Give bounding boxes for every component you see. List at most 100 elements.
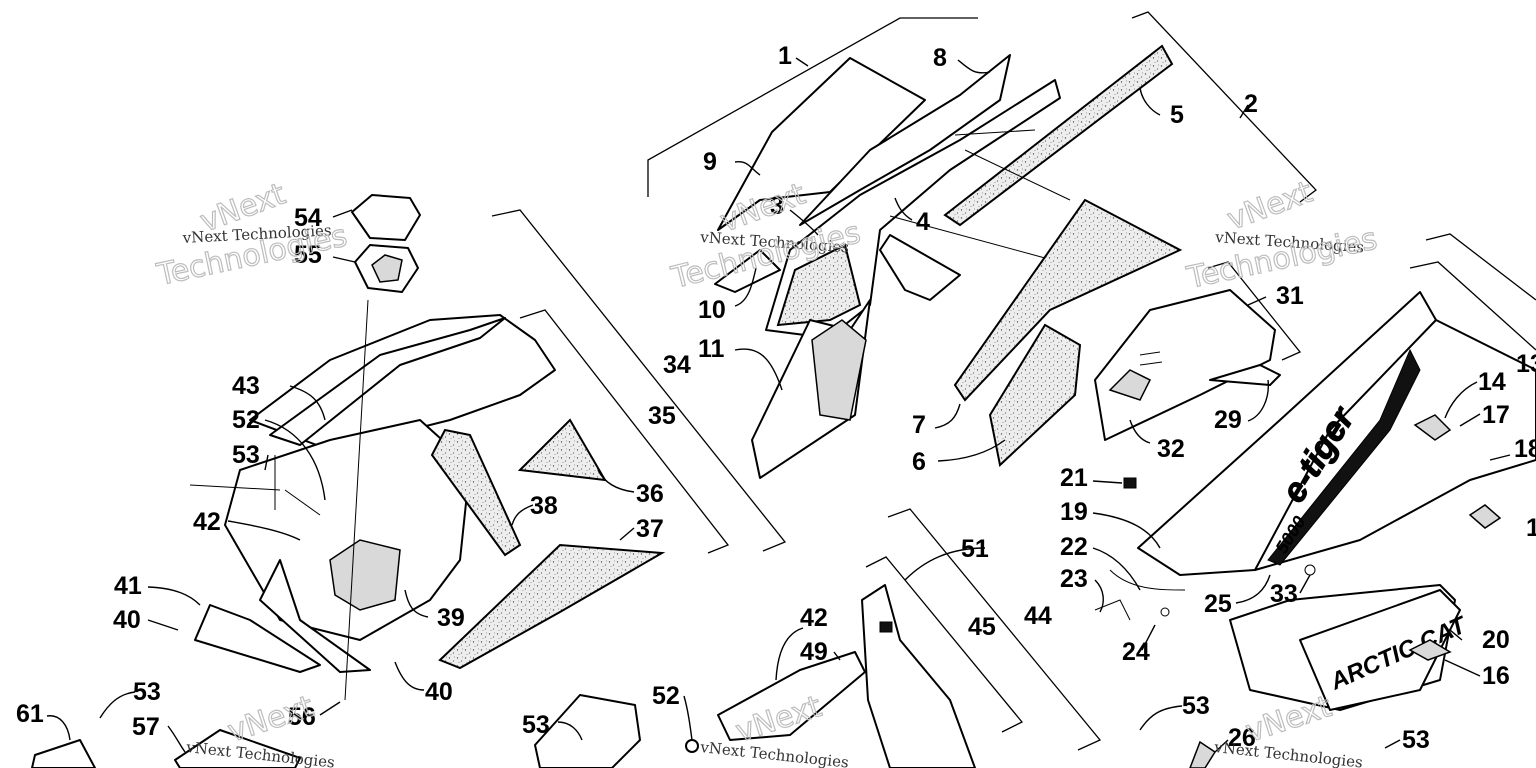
callout-20: 20	[1482, 626, 1510, 654]
callout-31: 31	[1276, 282, 1304, 310]
part-52-bracket	[534, 694, 641, 768]
callout-56: 56	[288, 703, 316, 731]
callout-36: 36	[636, 480, 664, 508]
callout-54: 54	[294, 204, 322, 232]
callout-42-a: 42	[193, 508, 221, 536]
callout-53-e: 53	[1402, 726, 1430, 754]
part-38-foam	[430, 428, 522, 557]
part-5-foam-strip	[943, 44, 1174, 227]
callout-labels: 1 2 3 4 5 6 7 8 9 10 11 13 14 17 18 19 2…	[16, 42, 1536, 754]
callout-14: 14	[1478, 368, 1506, 396]
callout-51: 51	[961, 535, 989, 563]
callout-6: 6	[912, 448, 926, 476]
part-11-bracket	[811, 319, 867, 421]
group-brackets	[491, 11, 1536, 751]
callout-53-a: 53	[232, 441, 260, 469]
callout-38: 38	[530, 492, 558, 520]
part-9-side-decal	[717, 57, 926, 231]
headlight-panel-group	[1094, 289, 1281, 441]
part-41-trim	[194, 604, 321, 673]
part-3-foam	[776, 243, 862, 327]
watermark-partial-3: vNext	[1223, 175, 1318, 238]
hood-group: e-tiger 5000 ARCTIC CAT	[1137, 291, 1536, 711]
part-61-piece	[31, 739, 96, 768]
callout-32: 32	[1157, 435, 1185, 463]
callout-35: 35	[648, 402, 676, 430]
callout-1-right-edge: 1	[1526, 514, 1536, 542]
callout-49: 49	[800, 638, 828, 666]
callout-42-b: 42	[800, 604, 828, 632]
callout-5: 5	[1170, 101, 1184, 129]
callout-53-b: 53	[133, 678, 161, 706]
part-7-foam-pad	[953, 198, 1183, 402]
seat-group	[714, 44, 1183, 479]
part-29-connector	[1209, 364, 1281, 386]
part-49-trim	[717, 651, 866, 741]
watermark-small-6: vNext Technologies	[1213, 738, 1364, 768]
callout-37: 37	[636, 515, 664, 543]
callout-53-d: 53	[1182, 692, 1210, 720]
callout-29: 29	[1214, 406, 1242, 434]
callout-16: 16	[1482, 662, 1510, 690]
callout-7: 7	[912, 411, 926, 439]
part-6-foam-pad	[988, 323, 1082, 467]
part-4-frame	[879, 234, 961, 301]
leaders	[46, 57, 1511, 753]
callout-3: 3	[770, 192, 784, 220]
lower-group	[31, 584, 1217, 768]
callout-26: 26	[1228, 724, 1256, 752]
part-10-strip	[714, 249, 781, 293]
callout-4: 4	[916, 208, 930, 236]
part-55-insert	[371, 254, 403, 283]
callout-13: 13	[1516, 350, 1536, 378]
part-22-wire	[1109, 569, 1186, 591]
callout-19: 19	[1060, 498, 1088, 526]
part-51-clip	[879, 621, 893, 633]
part-42-trim	[259, 559, 371, 673]
part-36-foam	[517, 418, 607, 482]
callout-53-c: 53	[522, 711, 550, 739]
callout-21: 21	[1060, 464, 1088, 492]
callout-25: 25	[1204, 590, 1232, 618]
callout-23: 23	[1060, 565, 1088, 593]
callout-40-b: 40	[425, 678, 453, 706]
watermark-partial-4: vNext	[224, 689, 318, 749]
callout-61: 61	[16, 700, 44, 728]
callout-11: 11	[698, 335, 725, 363]
part-32-insert	[1108, 369, 1152, 401]
callout-57: 57	[132, 713, 160, 741]
callout-40-a: 40	[113, 606, 141, 634]
callout-17: 17	[1482, 401, 1510, 429]
part-21-clip	[1123, 477, 1137, 489]
part-23-wire	[1094, 599, 1131, 621]
part-14-pad	[1413, 414, 1452, 441]
callout-2: 2	[1244, 90, 1258, 118]
callout-55: 55	[294, 241, 322, 269]
part-57-piece	[174, 729, 301, 768]
belly-pan-recess	[329, 539, 401, 611]
callout-34: 34	[663, 351, 691, 379]
callout-10: 10	[698, 296, 726, 324]
part-31-panel	[1094, 289, 1276, 441]
part-44-side	[861, 584, 976, 768]
part-33-bolt	[1304, 564, 1316, 576]
callout-8: 8	[933, 44, 947, 72]
console-group	[189, 194, 666, 701]
callout-52-a: 52	[232, 406, 260, 434]
part-8-upper-trim	[799, 54, 1011, 226]
callout-9: 9	[703, 148, 717, 176]
callout-41: 41	[114, 572, 142, 600]
part-54-plate	[351, 194, 421, 241]
callout-45: 45	[968, 613, 996, 641]
callout-24: 24	[1122, 638, 1150, 666]
watermark-small-5: vNext Technologies	[699, 738, 850, 768]
part-16-pad	[1408, 639, 1452, 661]
callout-44: 44	[1024, 602, 1052, 630]
part-24-bolt	[1160, 607, 1170, 617]
callout-43: 43	[232, 372, 260, 400]
callout-18: 18	[1514, 435, 1536, 463]
part-43-top-trim	[269, 317, 506, 446]
part-26-clip	[1189, 740, 1217, 768]
part-52-washer	[685, 739, 699, 753]
